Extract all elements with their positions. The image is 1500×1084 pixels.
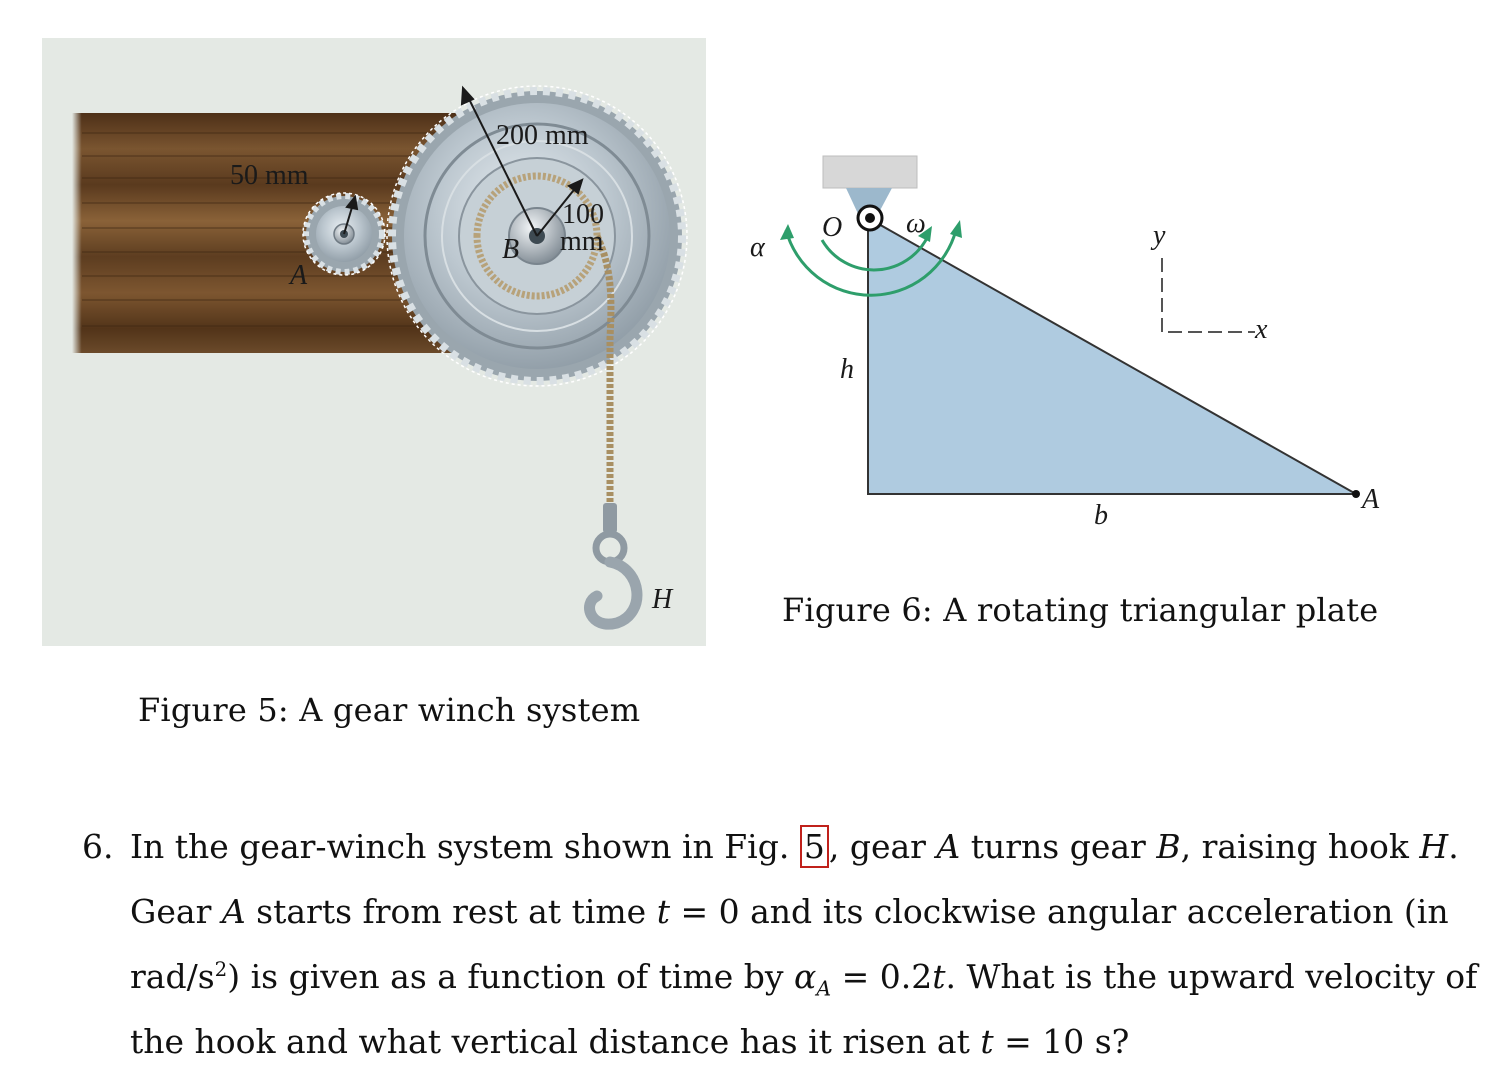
label-axis-y: y [1153,220,1166,251]
text-segment: . [1448,827,1459,866]
text-segment: starts from rest at time [245,892,657,931]
problem-line-2: Gear A starts from rest at time t = 0 an… [130,879,1449,944]
rope [473,172,601,300]
figure-5-panel: 50 mm 200 mm 100 mm A B H [42,38,706,646]
label-omega: ω [906,208,926,239]
math-var: B [1156,827,1181,866]
xy-axes [1161,258,1255,333]
hook-h [584,503,643,630]
label-gear-b: B [502,234,520,265]
label-point-a: A [1362,484,1380,515]
problem-line-4: the hook and what vertical distance has … [130,1009,1129,1074]
label-drum-radius-bottom: mm [560,226,604,257]
figure-6-caption: Figure 6: A rotating triangular plate [782,591,1379,629]
triangular-plate [867,216,1360,495]
math-var: α [794,957,817,996]
point-a [1352,490,1360,498]
subscript: A [816,976,832,1001]
text-segment: Gear [130,892,222,931]
text-segment: ) is given as a function of time by [227,957,795,996]
gear-winch-illustration [72,85,688,630]
text-segment: = 10 s? [993,1022,1130,1061]
label-axis-x: x [1255,314,1268,345]
text-segment: In the gear-winch system shown in Fig. [130,827,800,866]
math-var: H [1419,827,1449,866]
figure-reference-link[interactable]: 5 [799,825,829,868]
superscript: 2 [214,958,228,981]
text-segment: the hook and what vertical distance has … [130,1022,981,1061]
text-segment: , raising hook [1180,827,1420,866]
label-pivot: O [822,212,843,243]
label-drum-radius-top: 100 [562,199,604,230]
text-segment: , gear [828,827,937,866]
text-segment: = 0.2 [831,957,933,996]
text-segment: turns gear [960,827,1157,866]
math-var: t [932,957,946,996]
triangular-plate-diagram [780,155,1360,498]
ceiling-support [822,155,918,189]
math-var: A [221,892,246,931]
label-height: h [840,354,854,385]
label-alpha: α [750,232,765,263]
problem-line-3: rad/s2) is given as a function of time b… [130,944,1477,1009]
label-gear-a: A [290,260,308,291]
text-segment: = 0 and its clockwise angular accelerati… [669,892,1449,931]
problem-number: 6. [82,827,114,866]
math-var: t [980,1022,994,1061]
label-base: b [1094,500,1108,531]
label-gear-a-radius: 50 mm [230,160,309,191]
label-gear-b-radius: 200 mm [496,120,589,151]
math-var: t [656,892,670,931]
text-segment: . What is the upward velocity of [945,957,1478,996]
label-hook: H [652,584,673,615]
figure-6-panel: α ω O h b A y x [730,150,1410,550]
text-segment: rad/s [130,957,215,996]
figure-5-caption: Figure 5: A gear winch system [138,691,641,729]
math-var: A [936,827,961,866]
rotation-arrows [784,229,958,297]
problem-line-1: In the gear-winch system shown in Fig. 5… [130,814,1459,879]
